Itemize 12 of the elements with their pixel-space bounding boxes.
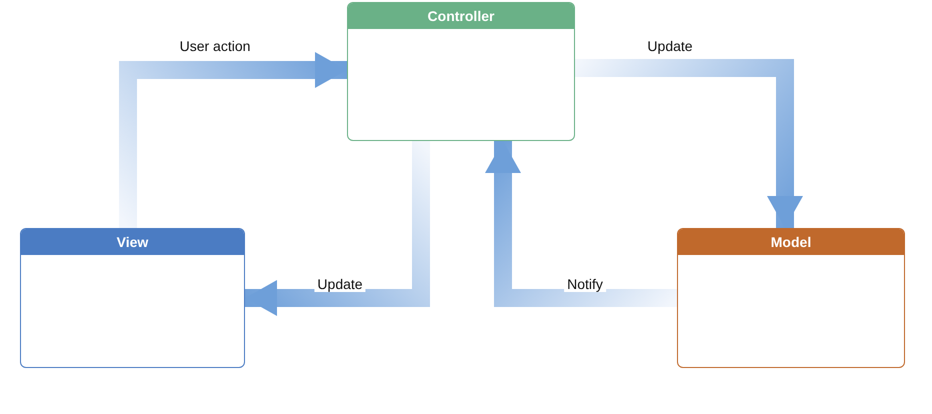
- arrow: [245, 141, 430, 316]
- arrow: [119, 52, 347, 228]
- titled-box: [677, 228, 905, 368]
- titled-box: [347, 2, 575, 141]
- arrow: [575, 59, 803, 228]
- box-title: Model: [678, 229, 904, 255]
- arrow: [485, 141, 677, 307]
- box-title: View: [21, 229, 244, 255]
- box-title: Controller: [348, 3, 574, 29]
- edge-label: Update: [314, 276, 366, 292]
- edge-label: Notify: [564, 276, 606, 292]
- titled-box: [20, 228, 245, 368]
